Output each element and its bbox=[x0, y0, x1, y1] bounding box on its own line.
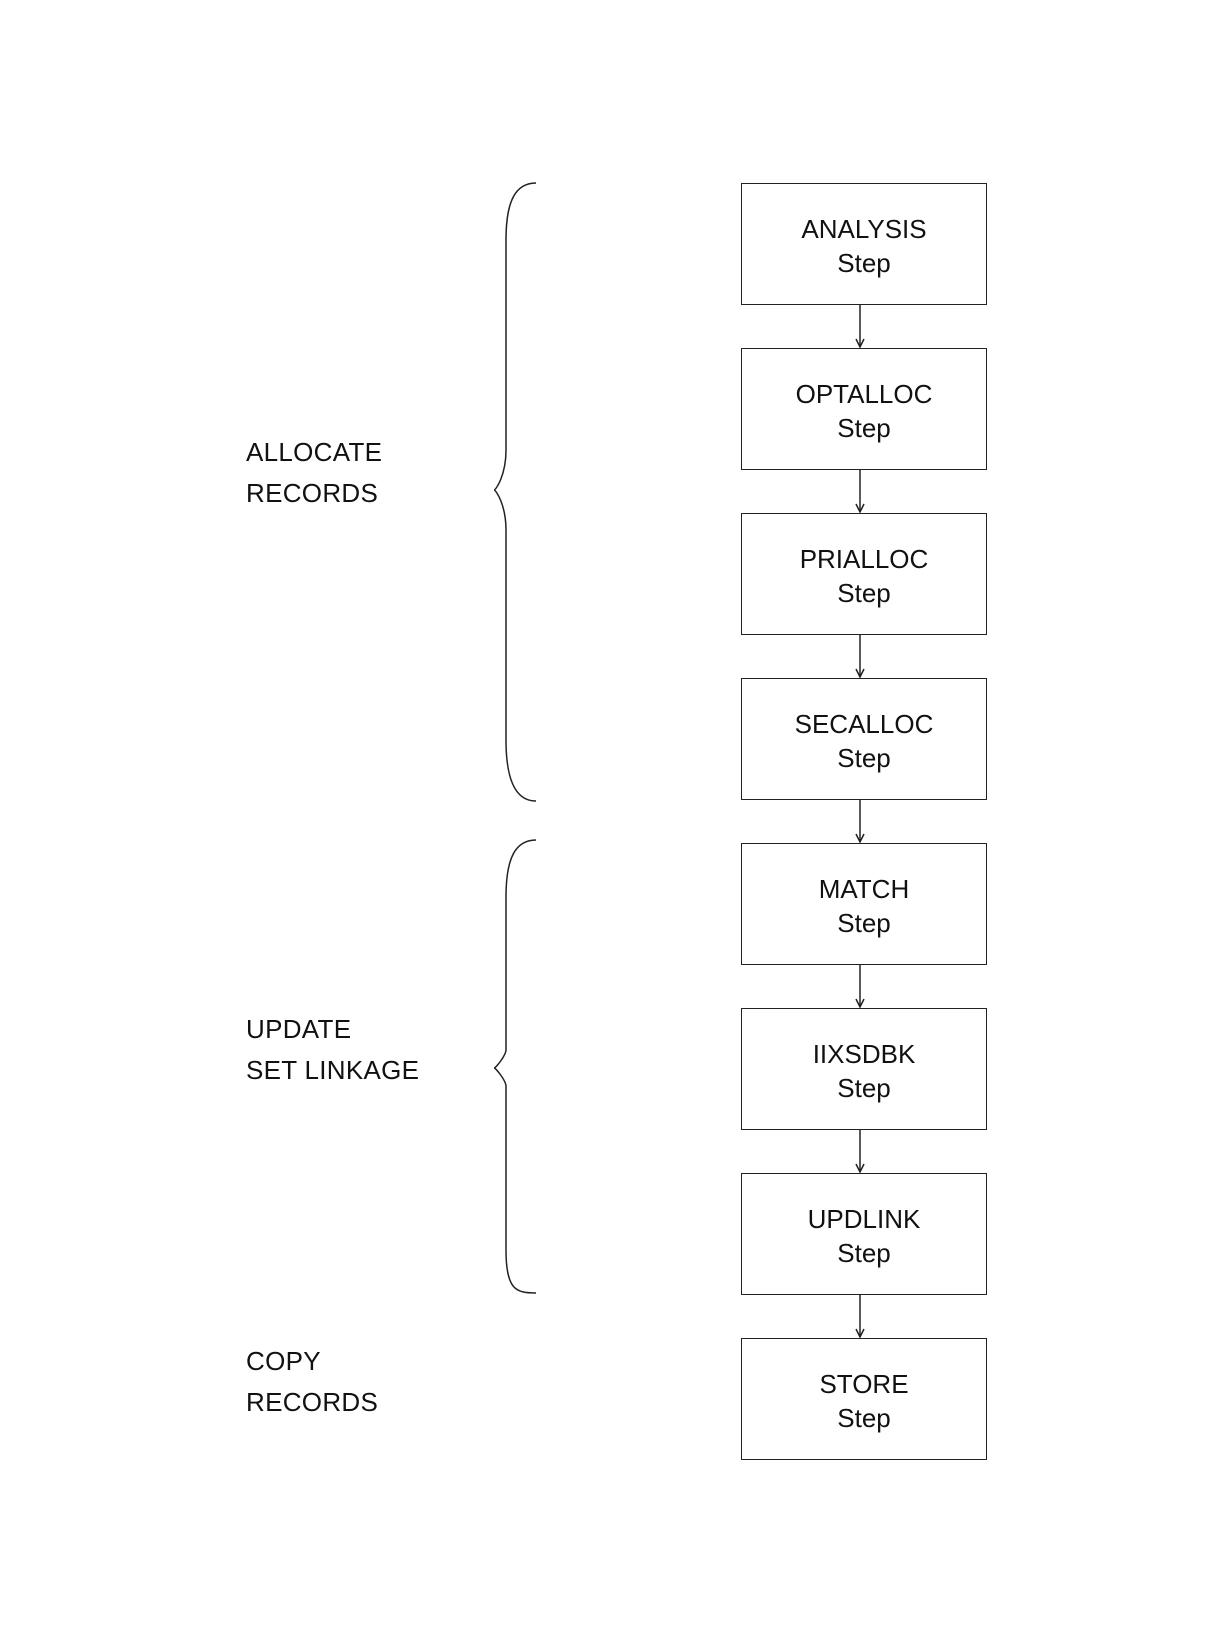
step-subtitle: Step bbox=[837, 908, 891, 938]
step-subtitle: Step bbox=[837, 413, 891, 443]
group-label-update-set-linkage: UPDATE SET LINKAGE bbox=[246, 1009, 419, 1091]
step-name: IIXSDBK bbox=[812, 1039, 916, 1069]
step-box-analysis: ANALYSIS Step bbox=[741, 183, 987, 305]
flow-arrow-head bbox=[855, 1328, 865, 1339]
step-name: MATCH bbox=[818, 874, 910, 904]
step-subtitle: Step bbox=[837, 578, 891, 608]
flow-arrow-head bbox=[855, 1163, 865, 1174]
step-box-updlink: UPDLINK Step bbox=[741, 1173, 987, 1295]
step-box-match: MATCH Step bbox=[741, 843, 987, 965]
flow-arrow-head bbox=[855, 503, 865, 514]
step-box-secalloc: SECALLOC Step bbox=[741, 678, 987, 800]
step-name: SECALLOC bbox=[794, 709, 934, 739]
step-subtitle: Step bbox=[837, 1238, 891, 1268]
step-subtitle: Step bbox=[837, 1073, 891, 1103]
flow-arrow-head bbox=[855, 833, 865, 844]
brace-allocate-records bbox=[493, 182, 537, 802]
step-name: PRIALLOC bbox=[799, 544, 929, 574]
step-subtitle: Step bbox=[837, 1403, 891, 1433]
step-name: OPTALLOC bbox=[795, 379, 933, 409]
step-name: ANALYSIS bbox=[801, 214, 927, 244]
step-subtitle: Step bbox=[837, 248, 891, 278]
step-name: STORE bbox=[819, 1369, 909, 1399]
group-label-line: COPY bbox=[246, 1346, 321, 1376]
group-label-line: RECORDS bbox=[246, 1387, 379, 1417]
flow-arrow-head bbox=[855, 998, 865, 1009]
group-label-allocate-records: ALLOCATE RECORDS bbox=[246, 432, 382, 514]
flow-arrow-head bbox=[855, 338, 865, 349]
brace-update-set-linkage bbox=[493, 839, 537, 1294]
group-label-line: RECORDS bbox=[246, 478, 379, 508]
step-box-prialloc: PRIALLOC Step bbox=[741, 513, 987, 635]
group-label-copy-records: COPY RECORDS bbox=[246, 1341, 378, 1423]
group-label-line: UPDATE bbox=[246, 1014, 352, 1044]
flow-arrow-head bbox=[855, 668, 865, 679]
group-label-line: ALLOCATE bbox=[246, 437, 383, 467]
step-name: UPDLINK bbox=[807, 1204, 921, 1234]
step-box-store: STORE Step bbox=[741, 1338, 987, 1460]
step-subtitle: Step bbox=[837, 743, 891, 773]
group-label-line: SET LINKAGE bbox=[246, 1055, 420, 1085]
step-box-iixsdbk: IIXSDBK Step bbox=[741, 1008, 987, 1130]
step-box-optalloc: OPTALLOC Step bbox=[741, 348, 987, 470]
